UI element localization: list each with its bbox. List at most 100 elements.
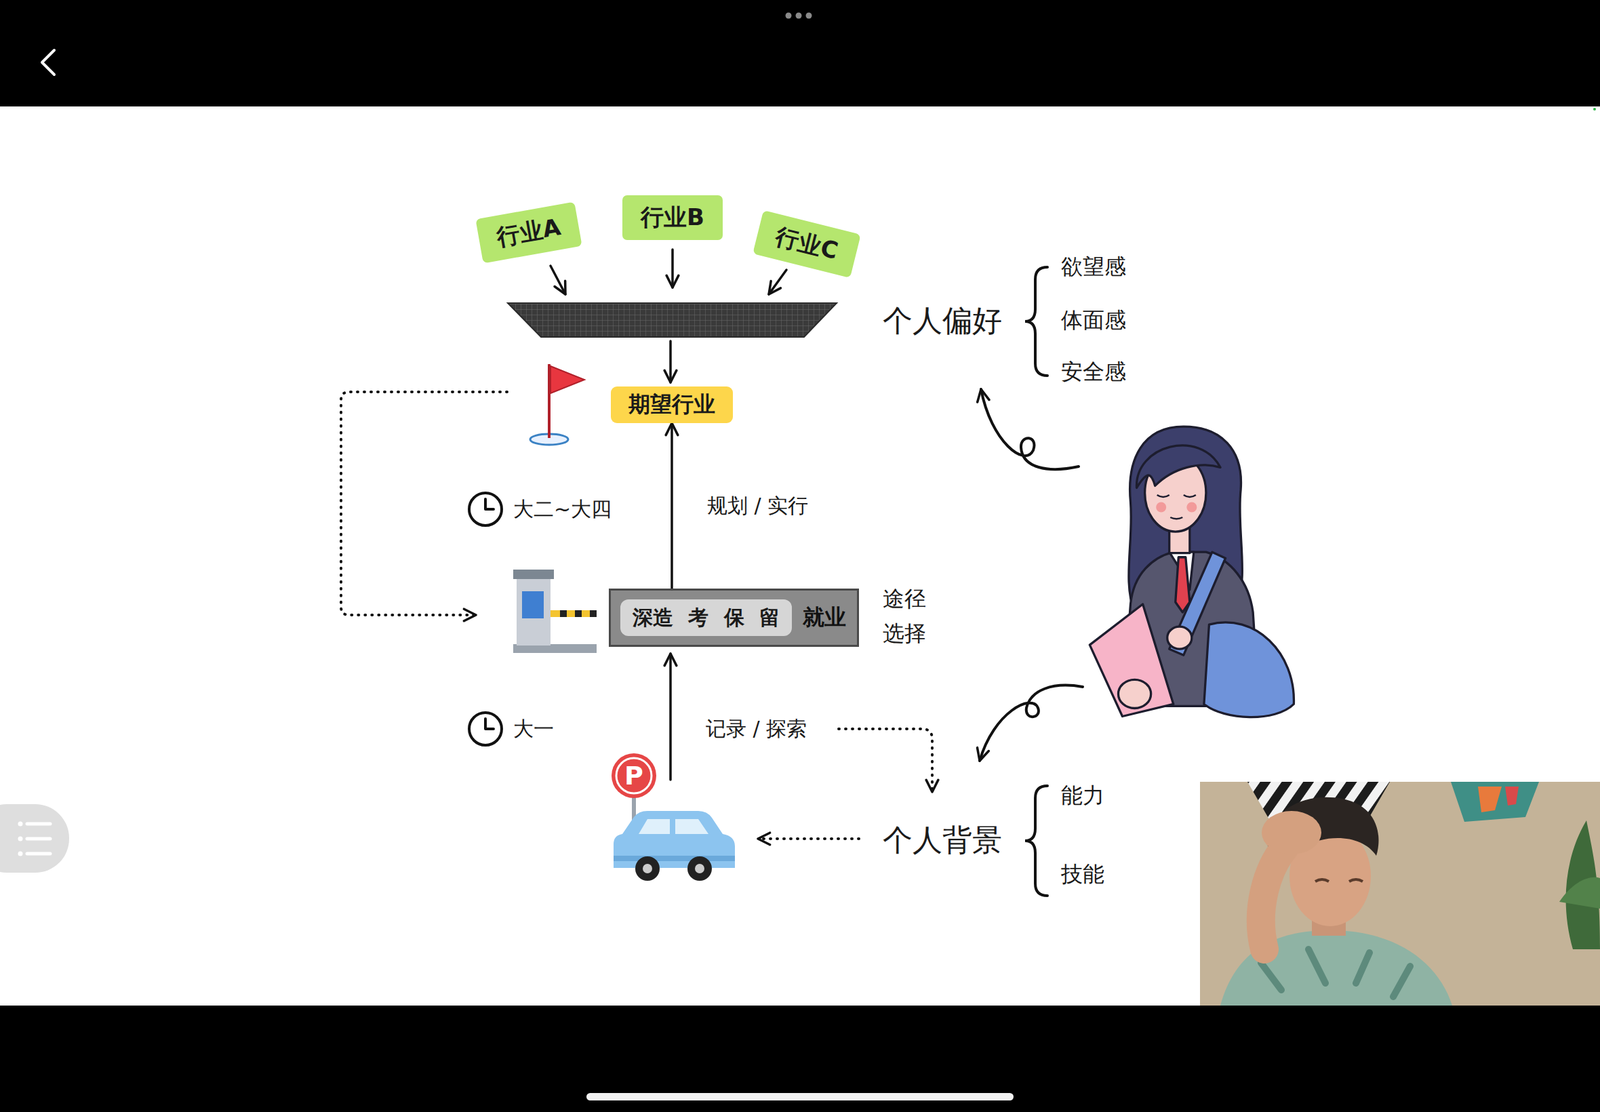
menu-button	[18, 836, 24, 842]
student-figure	[1089, 426, 1294, 718]
brace	[1025, 267, 1048, 376]
clock-icon	[485, 718, 494, 729]
toll-gate	[516, 574, 551, 646]
input-arrows	[669, 341, 672, 383]
connector-arrow	[670, 423, 674, 589]
industry-tag: 行业C	[752, 210, 862, 278]
toll-gate	[550, 610, 597, 617]
car	[694, 863, 705, 874]
student-figure	[1089, 604, 1173, 717]
node-text: 行业B	[640, 202, 705, 234]
industry-tag: 行业B	[622, 195, 723, 240]
brace	[1025, 785, 1048, 896]
top-bar	[0, 0, 1600, 107]
toll-gate	[522, 591, 544, 619]
bottom-bar	[0, 1005, 1600, 1112]
time-label: 大二~大四	[513, 495, 612, 524]
status-dot	[1593, 107, 1596, 111]
input-arrows	[550, 265, 566, 295]
node-text: 期望行业	[628, 389, 716, 420]
background-dotted-arrow	[757, 837, 859, 840]
top-bar	[806, 12, 813, 19]
toll-gate	[513, 569, 554, 579]
time-label: 大一	[513, 715, 554, 744]
car	[635, 856, 660, 881]
toll-gate	[513, 569, 597, 653]
student-figure	[1186, 501, 1197, 512]
preference-item: 安全感	[1061, 357, 1127, 388]
student-figure	[1167, 626, 1192, 649]
video-inset	[1559, 877, 1600, 909]
node-text: 行业C	[772, 221, 841, 267]
background-item: 能力	[1061, 781, 1105, 811]
student-figure	[1117, 679, 1151, 708]
goal-flag	[530, 364, 585, 445]
video-inset	[1261, 949, 1411, 997]
video-inset	[1261, 810, 1322, 855]
car	[642, 863, 653, 874]
car	[613, 855, 735, 862]
feedback-dotted-arrow	[341, 391, 508, 615]
group-heading: 个人背景	[882, 820, 1003, 861]
car	[638, 818, 709, 834]
goal-flag	[550, 366, 585, 394]
video-inset	[1315, 879, 1363, 882]
menu-button	[0, 804, 70, 873]
car	[613, 810, 735, 881]
parking-sign	[616, 757, 652, 794]
curly-arrow	[981, 389, 1079, 470]
student-figure	[1136, 445, 1221, 488]
progress-arrow	[669, 653, 672, 780]
student-figure	[1157, 494, 1196, 497]
car	[687, 856, 712, 881]
option-pill: 深造 考 保 留	[620, 599, 792, 636]
menu-button	[18, 821, 24, 827]
edge-label: 规划 / 实行	[704, 492, 811, 520]
student-figure	[1204, 622, 1295, 718]
industry-tag: 行业A	[475, 202, 582, 264]
video-inset	[1505, 786, 1519, 806]
video-inset	[1450, 781, 1539, 822]
menu-button	[27, 823, 51, 854]
student-figure	[1155, 501, 1167, 512]
menu-button	[0, 804, 70, 873]
preference-item: 体面感	[1061, 305, 1127, 336]
node-text: 深造 考 保 留	[632, 604, 780, 632]
preference-item: 欲望感	[1061, 252, 1127, 283]
car	[613, 810, 735, 868]
arrow-label: 记录 / 探索	[705, 715, 807, 744]
node-text: 行业A	[494, 211, 564, 254]
student-figure	[1170, 517, 1183, 519]
clock-icon	[469, 712, 502, 746]
explore-dotted-arrow	[838, 728, 933, 792]
top-bar	[0, 0, 1600, 107]
target-box: 期望行业	[610, 386, 733, 424]
parking-letter: P	[624, 760, 644, 791]
video-inset	[1200, 781, 1600, 1006]
input-arrows	[671, 249, 674, 288]
bottom-bar	[0, 1005, 1600, 1112]
top-bar	[785, 12, 792, 19]
back-chevron	[42, 50, 55, 75]
curly-arrow	[979, 685, 1083, 761]
filter-funnel	[507, 303, 837, 337]
bottom-bar	[586, 1092, 1014, 1101]
video-inset	[1477, 786, 1502, 813]
clock-icon	[485, 498, 494, 510]
input-arrows	[768, 269, 787, 295]
path-bar: 就业深造 考 保 留	[608, 588, 859, 647]
student-figure	[1175, 557, 1190, 613]
node-text: 就业	[802, 602, 847, 633]
video-inset	[1200, 781, 1600, 1006]
top-bar	[795, 12, 803, 19]
menu-button	[18, 851, 24, 857]
background-item: 技能	[1061, 859, 1105, 890]
clock-icon	[469, 492, 502, 526]
video-inset	[1261, 847, 1285, 950]
toll-gate	[560, 610, 597, 617]
parking-sign	[611, 753, 657, 798]
step-label: 途径 选择	[882, 581, 931, 651]
